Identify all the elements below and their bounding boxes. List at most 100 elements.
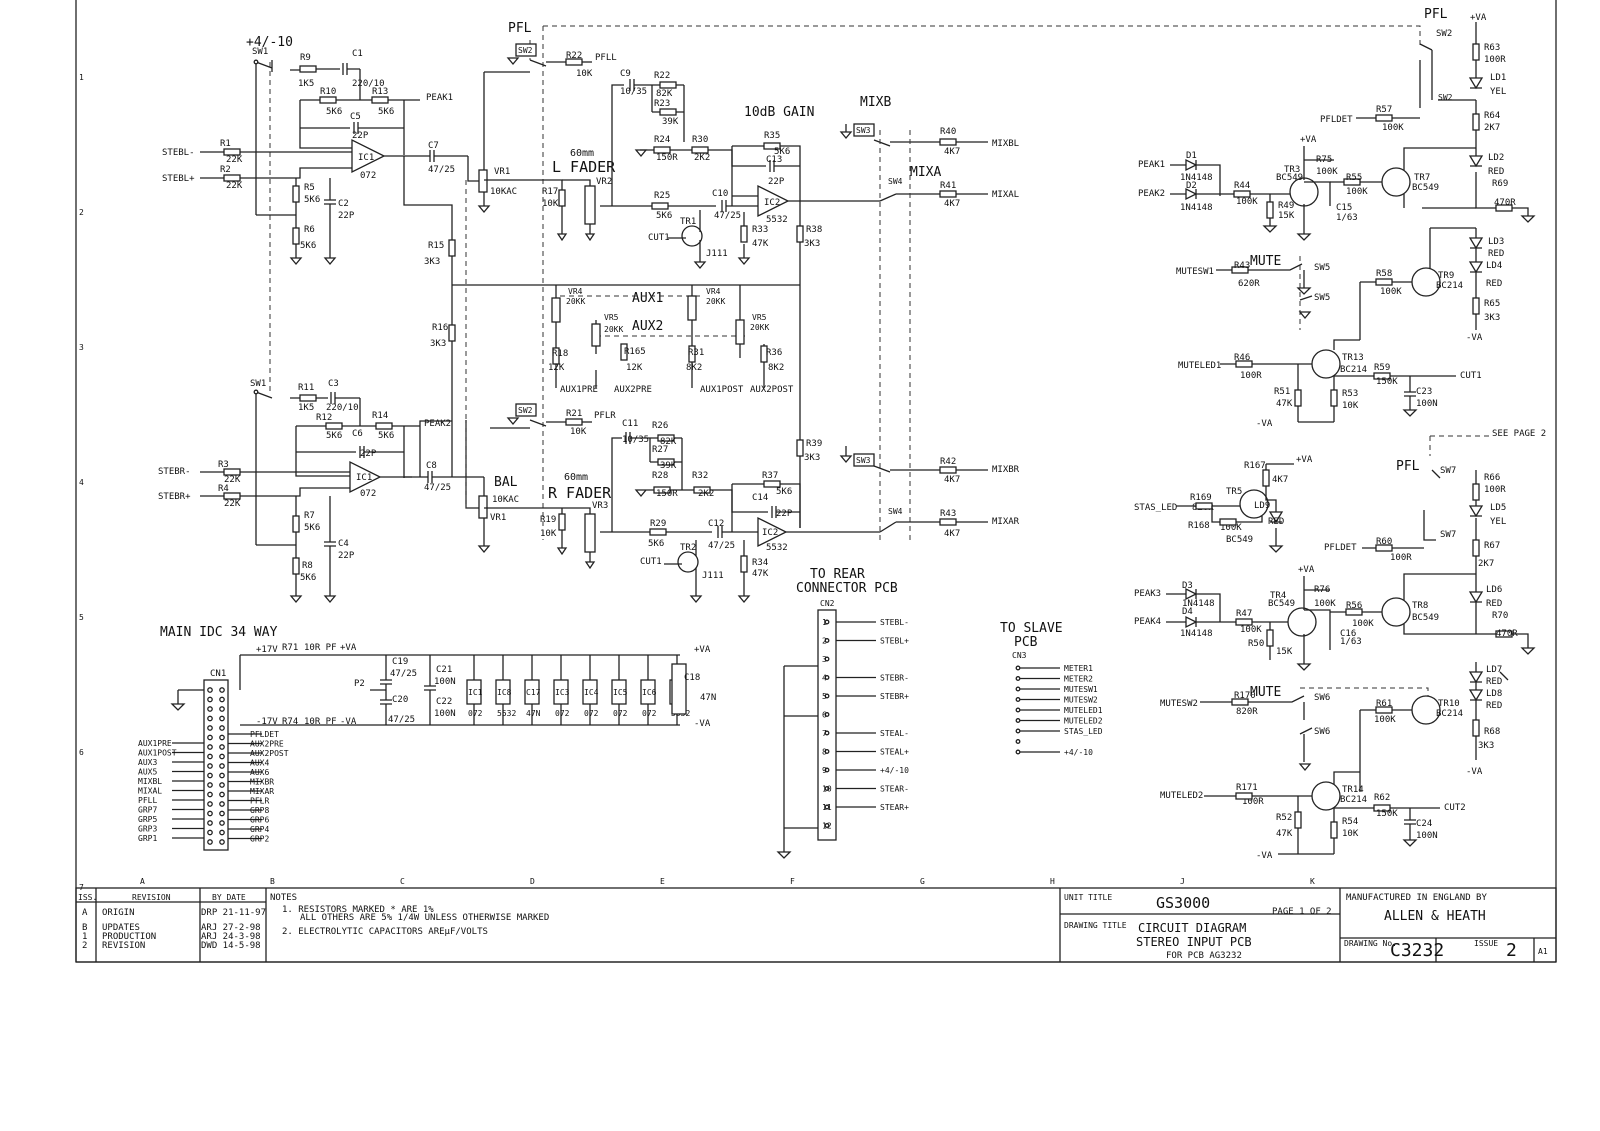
svg-text:LD7: LD7 (1486, 665, 1502, 675)
resistor-r37 (763, 480, 781, 488)
resistor-r13 (371, 96, 389, 104)
cn3-pin-label: MUTESW2 (1064, 696, 1098, 705)
svg-text:R30: R30 (692, 135, 708, 145)
svg-text:3K3: 3K3 (424, 257, 440, 267)
border-col-C: C (400, 877, 405, 886)
resistor-r52 (1294, 811, 1302, 829)
resistor-r63 (1472, 43, 1480, 61)
svg-text:PEAK2: PEAK2 (1138, 189, 1165, 199)
svg-text:SW5: SW5 (1314, 263, 1330, 273)
svg-text:D1: D1 (1186, 151, 1197, 161)
resistor-r19 (558, 513, 566, 531)
resistor-r38 (796, 225, 804, 243)
svg-text:5K6: 5K6 (648, 539, 664, 549)
cn2-pin (824, 675, 830, 680)
svg-text:R170: R170 (1234, 691, 1256, 701)
cn2-pin (824, 767, 830, 773)
svg-text:4K7: 4K7 (944, 529, 960, 539)
resistor-r58 (1375, 278, 1393, 286)
svg-text:MUTE: MUTE (1250, 685, 1281, 700)
svg-text:J111: J111 (706, 249, 728, 259)
svg-text:C6: C6 (352, 429, 363, 439)
cn3-pin (1015, 676, 1021, 681)
svg-text:R6: R6 (304, 225, 315, 235)
svg-text:39K: 39K (660, 461, 677, 471)
svg-text:82K: 82K (660, 437, 677, 447)
border-row-4: 4 (79, 478, 84, 487)
ic-power-value: 072 (468, 709, 483, 718)
svg-text:10K: 10K (542, 199, 559, 209)
svg-text:12K: 12K (626, 363, 643, 373)
cn1-left-label: PFLL (138, 796, 157, 805)
svg-text:MIXB: MIXB (860, 95, 891, 110)
resistor-r28 (653, 486, 671, 494)
border-col-B: B (270, 877, 275, 886)
svg-text:LD8: LD8 (1486, 689, 1502, 699)
label-stebl-minus: STEBL- (162, 148, 195, 158)
resistor-r43b (1231, 266, 1249, 274)
svg-text:100N: 100N (434, 677, 456, 687)
svg-text:3K3: 3K3 (430, 339, 446, 349)
svg-text:R3: R3 (218, 460, 229, 470)
svg-text:10R PF: 10R PF (304, 643, 337, 653)
svg-text:R42: R42 (940, 457, 956, 467)
svg-text:R56: R56 (1346, 601, 1362, 611)
svg-text:47/25: 47/25 (388, 715, 415, 725)
cn2-pin-number: 1 (822, 618, 827, 627)
svg-text:BC549: BC549 (1412, 613, 1439, 623)
svg-text:100K: 100K (1316, 167, 1338, 177)
cn2-pin-number: 7 (822, 729, 827, 738)
svg-text:C10: C10 (712, 189, 728, 199)
svg-text:470R: 470R (1494, 198, 1516, 208)
svg-text:VR3: VR3 (592, 501, 608, 511)
pot-vr5-pre (591, 323, 601, 347)
svg-text:SW6: SW6 (1314, 727, 1330, 737)
ic-power-symbol (582, 679, 598, 705)
resistor-r54 (1330, 821, 1338, 839)
resistor-r53 (1330, 389, 1338, 407)
svg-text:82K: 82K (656, 89, 673, 99)
resistor-r46 (1235, 360, 1253, 368)
svg-text:22K: 22K (226, 155, 243, 165)
svg-text:BC214: BC214 (1340, 795, 1367, 805)
cn1-right-label: AUX2PRE (250, 740, 284, 749)
cn2-pin (824, 712, 830, 717)
svg-text:GS3000: GS3000 (1156, 894, 1210, 912)
cn1-pin (207, 706, 213, 712)
svg-text:5K6: 5K6 (300, 241, 316, 251)
resistor-r31 (688, 345, 696, 363)
border-col-D: D (530, 877, 535, 886)
svg-text:R74: R74 (282, 717, 298, 727)
cn3-pins: METER1METER2MUTESW1MUTESW2MUTELED1MUTELE… (1015, 664, 1103, 757)
cn1-pin (219, 734, 225, 741)
svg-text:AUX2POST: AUX2POST (750, 385, 794, 395)
border-row-5: 5 (79, 613, 84, 622)
svg-text:1K5: 1K5 (298, 79, 314, 89)
svg-text:10K: 10K (1342, 829, 1359, 839)
cn1-right-label: AUX6 (250, 768, 269, 777)
cn1-right-label: AUX4 (250, 759, 269, 768)
svg-text:PFLR: PFLR (594, 411, 616, 421)
cn2-pin (824, 656, 830, 662)
svg-text:R40: R40 (940, 127, 956, 137)
cn3-pin (1015, 728, 1021, 734)
svg-text:BC549: BC549 (1276, 173, 1303, 183)
resistor-r50 (1266, 629, 1274, 647)
svg-text:SW3: SW3 (856, 126, 871, 135)
cn1-right-label: PFLR (250, 797, 269, 806)
resistor-r62 (1373, 804, 1391, 812)
cn1-pin (219, 696, 225, 703)
resistor-r168 (1219, 518, 1237, 526)
cn1-right-label: GRP6 (250, 816, 269, 825)
svg-text:C18: C18 (684, 673, 700, 683)
svg-text:SW1: SW1 (250, 379, 266, 389)
svg-text:8K2: 8K2 (686, 363, 702, 373)
svg-text:IC1: IC1 (356, 473, 372, 483)
svg-text:47N: 47N (700, 693, 716, 703)
fet-tr1 (681, 225, 703, 247)
led-ld3 (1468, 237, 1484, 250)
cn3-pin-label: METER2 (1064, 675, 1093, 684)
revision-by-date: ARJ 27-2-98 (201, 923, 261, 933)
led-ld9 (1268, 511, 1284, 524)
cn1-pin (207, 810, 213, 817)
